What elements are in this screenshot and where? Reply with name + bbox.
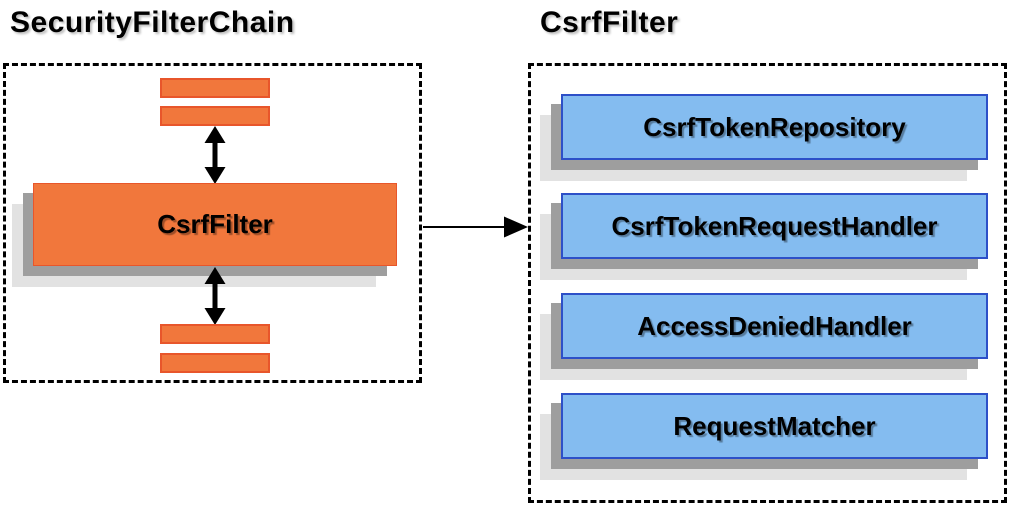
csrf-filter-box: CsrfFilter <box>33 183 397 266</box>
component-label: RequestMatcher <box>673 410 876 441</box>
csrf-filter-box-label: CsrfFilter <box>157 209 273 239</box>
right-arrow-icon <box>423 216 528 238</box>
component-label: AccessDeniedHandler <box>637 310 912 341</box>
security-filter-chain-container <box>3 63 422 383</box>
security-filter-chain-title: SecurityFilterChain <box>10 6 295 39</box>
component-box-csrf-token-repository: CsrfTokenRepository <box>561 94 988 160</box>
filter-stack-bar-bottom-1 <box>160 324 270 344</box>
filter-stack-bar-top-1 <box>160 78 270 98</box>
component-box-request-matcher: RequestMatcher <box>561 393 988 459</box>
up-down-arrow-icon <box>204 126 226 184</box>
component-box-csrf-token-request-handler: CsrfTokenRequestHandler <box>561 193 988 259</box>
component-label: CsrfTokenRequestHandler <box>611 210 938 241</box>
csrf-filter-title: CsrfFilter <box>540 6 679 39</box>
filter-stack-bar-bottom-2 <box>160 353 270 373</box>
csrf-filter-components-container <box>528 63 1007 503</box>
component-box-access-denied-handler: AccessDeniedHandler <box>561 293 988 359</box>
filter-stack-bar-top-2 <box>160 106 270 126</box>
up-down-arrow-icon <box>204 267 226 325</box>
component-label: CsrfTokenRepository <box>643 111 906 142</box>
